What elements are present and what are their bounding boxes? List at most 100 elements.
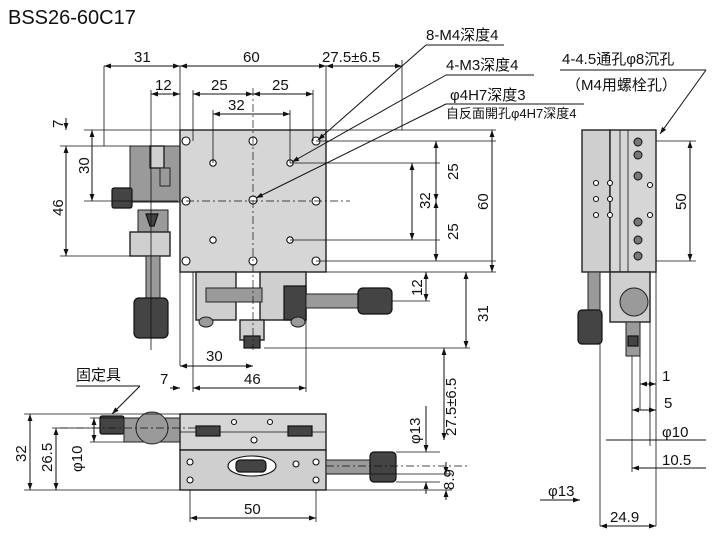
dim-label-12: 12 (409, 279, 426, 296)
pointer-icon (145, 213, 159, 227)
dim-label-travel: 27.5±6.5 (322, 49, 380, 66)
front-hole (266, 418, 274, 426)
bolt-hole-note: （M4用螺栓孔） (566, 77, 677, 94)
dim-label-32: 32 (417, 192, 434, 209)
side-knob-round (619, 287, 649, 317)
front-clamp (287, 425, 313, 437)
dim-label-46: 46 (50, 199, 67, 216)
dim-label-50: 50 (244, 501, 261, 518)
side-lock-screw (627, 335, 639, 347)
dim-label-25: 25 (211, 77, 228, 94)
m3-hole (209, 236, 217, 244)
dim-label-phi10: φ10 (662, 424, 688, 441)
lock-lever-block (283, 285, 307, 321)
counterbore-bolt (633, 137, 643, 147)
left-lower-block (129, 231, 171, 257)
m4-depth-note: 8-M4深度4 (426, 27, 499, 44)
dim-label-10-5: 10.5 (662, 452, 691, 469)
front-hole (250, 436, 258, 444)
dim-label-46: 46 (244, 371, 261, 388)
dim-label-32: 32 (13, 445, 30, 462)
side-view: 50 1 5 φ10 10.5 φ13 24.9 (540, 129, 706, 529)
m4-hole (181, 256, 191, 266)
dim-label-phi10: φ10 (69, 446, 86, 472)
y-micrometer-knob (357, 287, 393, 315)
left-clamp-screw (159, 167, 171, 187)
counterbore-bolt (633, 235, 643, 245)
top-view: 31 60 27.5±6.5 12 25 25 32 46 30 7 25 25 (50, 49, 496, 440)
fixture-screw (243, 335, 261, 349)
dim-label-26-5: 26.5 (39, 443, 56, 472)
dim-label-32: 32 (228, 97, 245, 114)
side-hole (646, 181, 654, 189)
leader-line (111, 385, 141, 415)
through-hole-note: 4-4.5通孔φ8沉孔 (562, 51, 674, 68)
front-hole (186, 458, 194, 466)
side-micrometer-knob (577, 309, 603, 345)
dim-label-30: 30 (206, 348, 223, 365)
side-hole (606, 179, 614, 187)
leader-line (659, 69, 707, 135)
front-hole (230, 418, 238, 426)
side-carriage (609, 129, 657, 273)
side-hole (646, 211, 654, 219)
front-hole (312, 476, 320, 484)
model-title: BSS26-60C17 (8, 7, 136, 29)
front-clamp (195, 425, 221, 437)
front-view: 固定具 32 26.5 φ10 (13, 367, 470, 522)
side-micrometer-shaft (587, 271, 601, 313)
dim-label-phi13: φ13 (548, 483, 574, 500)
hole-annotations: 8-M4深度4 4-M3深度4 φ4H7深度3 自反面開孔φ4H7深度4 4-4… (255, 27, 707, 199)
side-hole (606, 195, 614, 203)
counterbore-bolt (633, 150, 643, 160)
dim-label-8-9: 8.9 (441, 469, 458, 490)
m4-hole (181, 136, 191, 146)
m3-depth-note: 4-M3深度4 (446, 57, 519, 74)
front-hole (186, 476, 194, 484)
dim-label-24-9: 24.9 (610, 509, 639, 526)
dim-label-31: 31 (134, 49, 151, 66)
dim-label-5: 5 (664, 395, 672, 412)
dim-label-25: 25 (272, 77, 289, 94)
counterbore-bolt (633, 171, 643, 181)
dim-label-phi13: φ13 (407, 418, 424, 444)
counterbore-bolt (633, 251, 643, 261)
leader-line (317, 44, 427, 141)
front-y-knob (369, 451, 397, 483)
dim-label-60: 60 (243, 49, 260, 66)
dim-label-1: 1 (662, 368, 670, 385)
y-micrometer-shaft (305, 293, 361, 309)
pin-hole-back-note: 自反面開孔φ4H7深度4 (446, 106, 577, 121)
left-clamp (149, 145, 165, 169)
dim-label-7: 7 (160, 371, 168, 388)
front-hole (312, 458, 320, 466)
front-y-shaft (325, 459, 371, 475)
dim-label-25: 25 (445, 163, 462, 180)
side-hole (592, 211, 600, 219)
dim-label-31: 31 (475, 305, 492, 322)
dim-label-7: 7 (50, 120, 67, 128)
counterbore-bolt (633, 217, 643, 227)
side-hole (606, 211, 614, 219)
side-hole (592, 179, 600, 187)
front-lock-lever (235, 459, 267, 473)
leader-line (255, 103, 447, 199)
micrometer-shaft (145, 255, 161, 299)
dim-label-12: 12 (155, 77, 172, 94)
dim-label-travel: 27.5±6.5 (443, 378, 460, 436)
side-hole (592, 195, 600, 203)
dim-label-30: 30 (76, 157, 93, 174)
front-hole (292, 460, 300, 468)
leader-line (291, 74, 447, 163)
front-fixture-screw (99, 415, 125, 435)
foot-screw (290, 316, 306, 328)
dim-label-60: 60 (475, 193, 492, 210)
fixture-label: 固定具 (76, 367, 121, 384)
dim-label-50: 50 (673, 193, 690, 210)
lower-bridge (205, 287, 263, 303)
left-lock-knob (111, 187, 133, 209)
pin-hole-note: φ4H7深度3 (450, 87, 526, 104)
foot-screw (198, 316, 214, 328)
dim-label-25: 25 (445, 223, 462, 240)
